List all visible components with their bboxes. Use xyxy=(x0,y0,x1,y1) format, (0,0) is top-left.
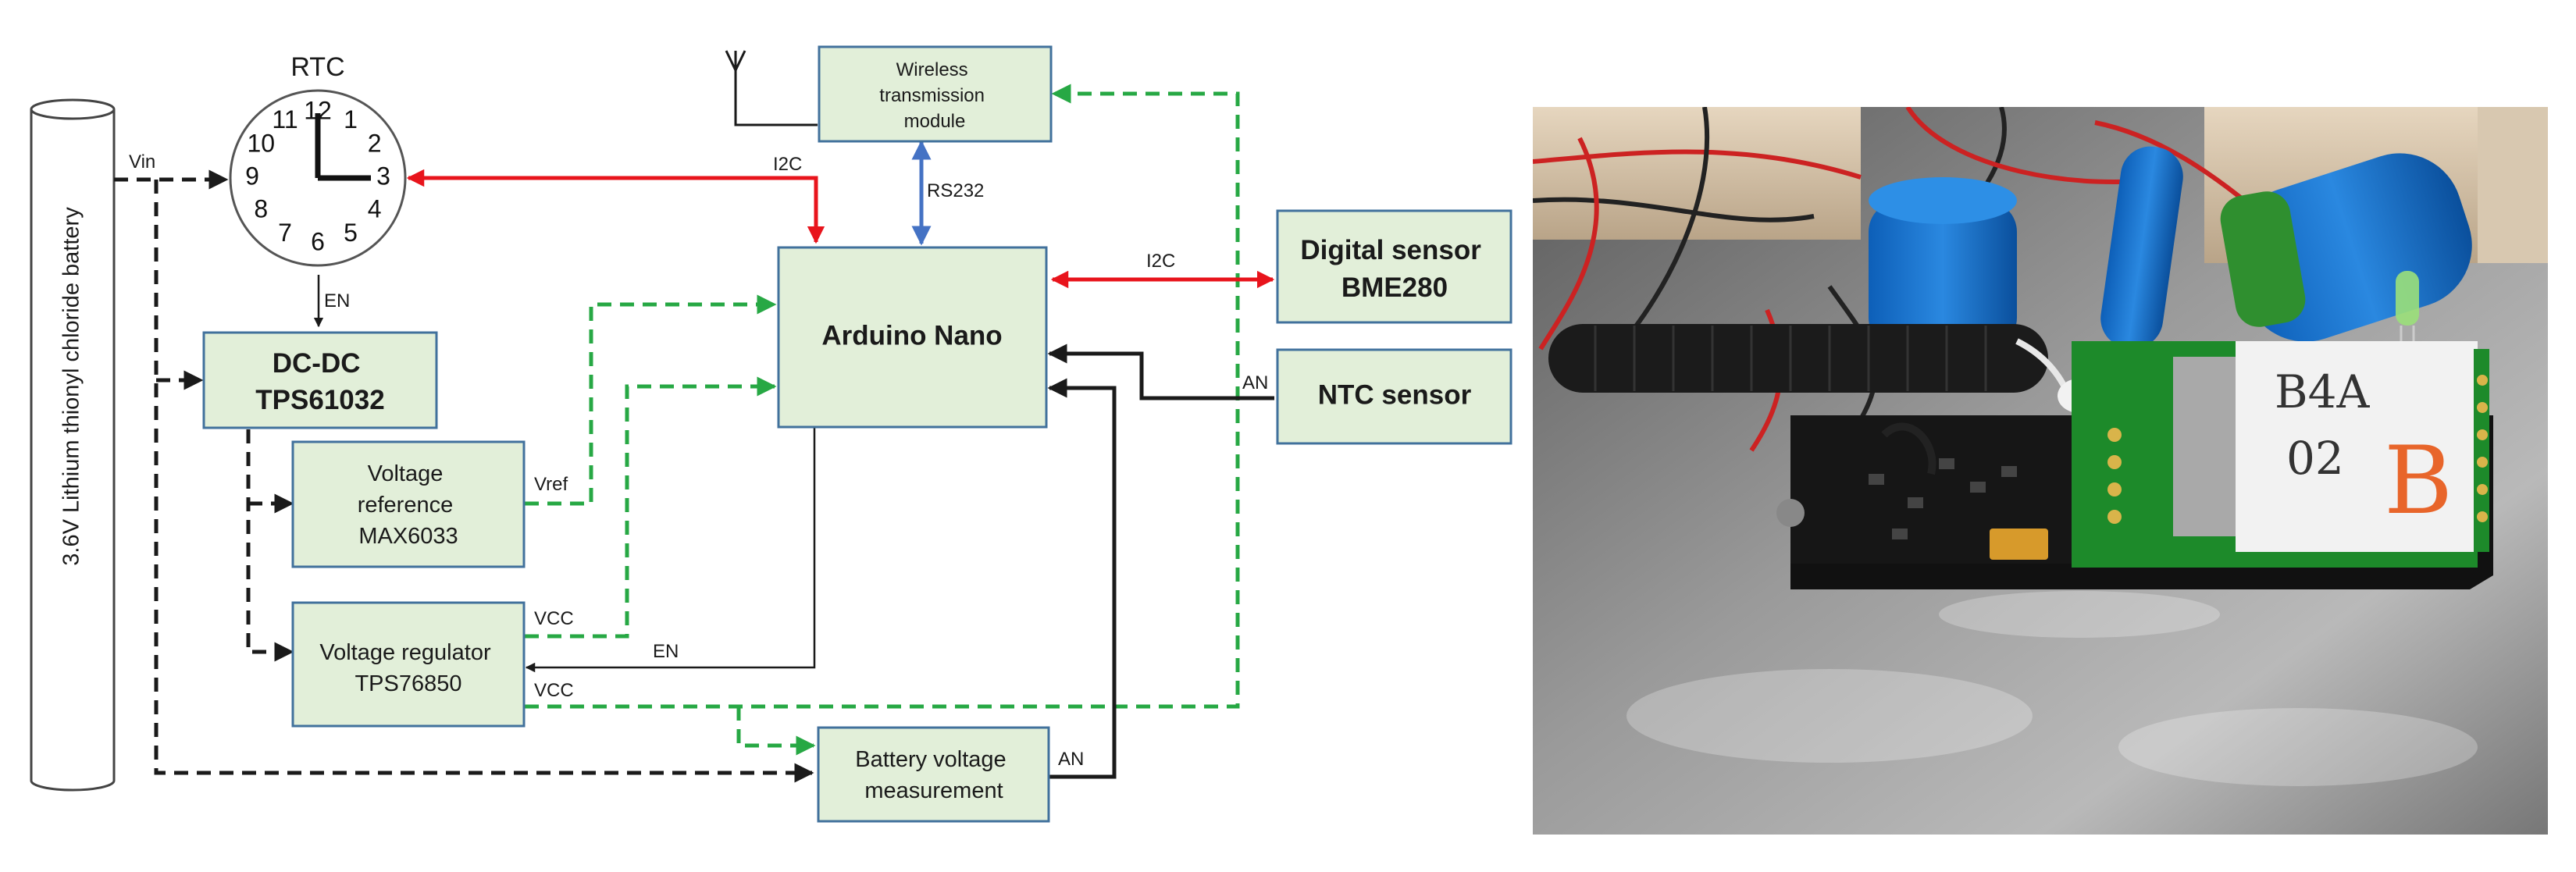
rtc-numeral-1: 1 xyxy=(344,105,358,133)
voltage-reference-block: Voltage reference MAX6033 xyxy=(291,440,526,568)
label-line-2: 02 xyxy=(2286,432,2344,485)
svg-text:Digital sensor BME280: Digital sensor BME280 xyxy=(1300,235,1488,303)
rtc-numeral-4: 4 xyxy=(368,194,382,222)
vin-power-lines xyxy=(114,169,814,783)
wireless-label-1: Wireless xyxy=(896,59,968,80)
wireless-label-2: transmission xyxy=(879,85,985,106)
vref-label-2: reference xyxy=(358,493,454,518)
svg-text:DC-DC TPS61032: DC-DC TPS61032 xyxy=(255,348,384,415)
rtc-numeral-2: 2 xyxy=(368,129,382,157)
rtc-numeral-3: 3 xyxy=(376,162,390,190)
battery-cylinder: 3.6V Lithium thionyl chloride battery xyxy=(30,98,116,792)
rtc-numeral-5: 5 xyxy=(344,219,358,247)
ntc-sensor-block: NTC sensor xyxy=(1276,348,1512,445)
svg-text:Wireless transmission: Wireless transmission module xyxy=(879,59,989,132)
i2c-rtc-label: I2C xyxy=(773,154,802,175)
box-left xyxy=(1533,107,1861,240)
battery-label: 3.6V Lithium thionyl chloride battery xyxy=(59,207,84,566)
dcdc-label-2: TPS61032 xyxy=(255,385,384,415)
device-photo: B4A 02 B xyxy=(1533,107,2548,835)
surface-reflections xyxy=(1626,591,2478,786)
vin-label: Vin xyxy=(129,151,155,173)
digital-sensor-block: Digital sensor BME280 xyxy=(1276,209,1512,324)
rtc-title: RTC xyxy=(290,52,344,82)
vref-label: Vref xyxy=(534,474,568,495)
handwritten-label: B4A 02 B xyxy=(2275,365,2453,536)
wireless-module-block: Wireless transmission module xyxy=(818,45,1053,143)
voltage-regulator-block: Voltage regulator TPS76850 xyxy=(291,601,526,728)
battery-measure-label-1: Battery voltage xyxy=(855,747,1006,772)
ntc-sensor-label: NTC sensor xyxy=(1318,379,1472,410)
signal-lines xyxy=(313,50,1274,779)
signal-labels: Vin EN I2C RS232 I2C AN Vref VCC EN VCC … xyxy=(129,151,1268,770)
label-line-1: B4A xyxy=(2275,365,2371,418)
battery-measurement-block: Battery voltage measurement xyxy=(817,726,1050,823)
en-reg-label: EN xyxy=(653,641,679,662)
i2c-sensor-label: I2C xyxy=(1146,251,1175,272)
vref-label-3: MAX6033 xyxy=(358,524,458,549)
digital-sensor-label-1: Digital sensor xyxy=(1300,235,1481,265)
svg-text:Voltage reference: Voltage reference MAX6033 xyxy=(358,461,460,549)
rtc-numeral-10: 10 xyxy=(248,129,276,157)
vref-label-1: Voltage xyxy=(368,461,444,486)
i2c-lines xyxy=(406,169,1275,289)
wireless-label-3: module xyxy=(904,111,966,132)
battery-measure-label-2: measurement xyxy=(864,778,1003,803)
arduino-label: Arduino Nano xyxy=(821,320,1002,351)
dcdc-label-1: DC-DC xyxy=(273,348,361,379)
rtc-numeral-6: 6 xyxy=(311,227,325,255)
rtc-numeral-9: 9 xyxy=(245,162,259,190)
vcc-arduino-label: VCC xyxy=(534,608,574,629)
an-ntc-label: AN xyxy=(1242,372,1268,393)
rtc-numeral-8: 8 xyxy=(254,194,268,222)
svg-text:Voltage regulator TPS768: Voltage regulator TPS76850 xyxy=(319,640,497,696)
label-line-3: B xyxy=(2384,427,2453,536)
vcc-wireless-label: VCC xyxy=(534,680,574,701)
svg-text:Battery voltage measurem: Battery voltage measurement xyxy=(855,747,1013,803)
an-battery-label: AN xyxy=(1058,749,1084,770)
rs232-label: RS232 xyxy=(927,180,984,201)
digital-sensor-label-2: BME280 xyxy=(1341,272,1448,303)
dcdc-block: DC-DC TPS61032 xyxy=(202,331,438,429)
pcb-board xyxy=(1776,341,2493,589)
vreg-label-1: Voltage regulator xyxy=(319,640,491,665)
en-rtc-label: EN xyxy=(324,290,350,311)
rtc-numeral-7: 7 xyxy=(278,219,292,247)
arduino-nano-block: Arduino Nano xyxy=(777,246,1048,429)
vreg-label-2: TPS76850 xyxy=(355,671,461,696)
block-diagram: 3.6V Lithium thionyl chloride battery 12… xyxy=(30,45,1512,823)
antenna xyxy=(1548,324,2101,413)
rtc-numeral-11: 11 xyxy=(272,105,298,133)
